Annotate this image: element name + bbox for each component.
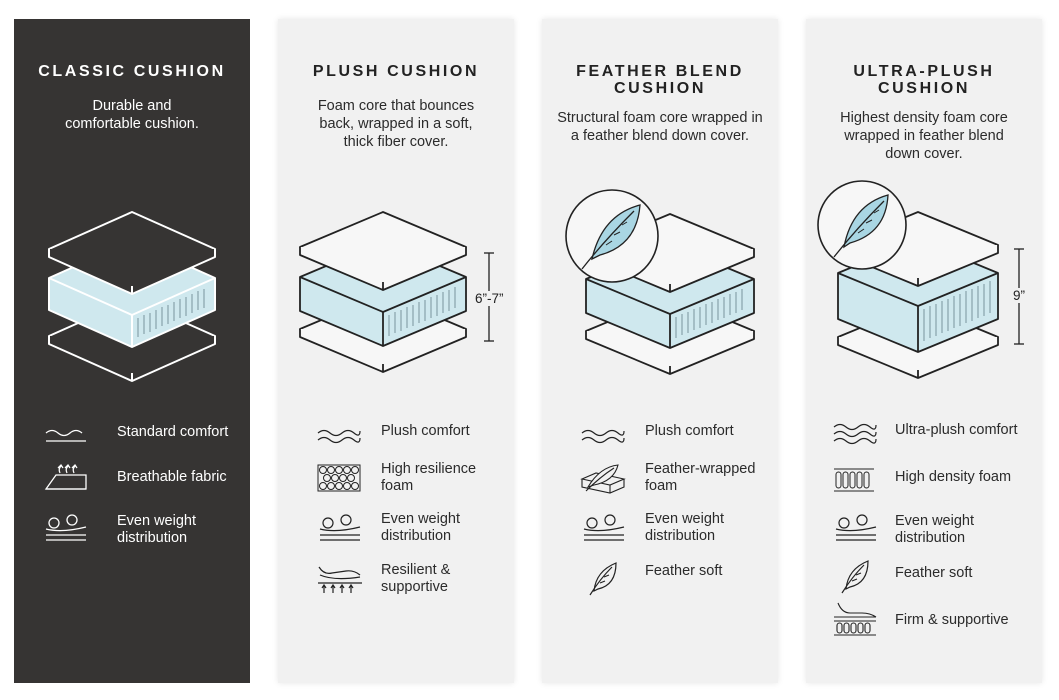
- cushion-card-ultra-plush: ULTRA-PLUSH CUSHION Highest density foam…: [806, 19, 1042, 683]
- double-wave-icon: [581, 429, 625, 444]
- weight-distribution-icon: [319, 514, 361, 541]
- feather-icon: [841, 560, 869, 594]
- card-description: Foam core that bounces back, wrapped in …: [317, 98, 475, 150]
- card-description: Structural foam core wrapped in a feathe…: [557, 110, 763, 144]
- feature-label: Breathable fabric: [117, 469, 227, 485]
- feature-label: Resilient & supportive: [381, 562, 451, 595]
- card-title: CLASSIC CUSHION: [38, 63, 226, 80]
- feature-label: Plush comfort: [381, 423, 470, 439]
- feather-badge-icon: [565, 189, 659, 283]
- cushion-layers-illustration: [565, 189, 755, 375]
- foam-cells-icon: [317, 464, 361, 492]
- feature-label: Ultra-plush comfort: [895, 422, 1018, 438]
- feature-label: Plush comfort: [645, 423, 734, 439]
- feature-label: Even weight distribution: [895, 513, 974, 546]
- feature-label: High density foam: [895, 469, 1012, 485]
- double-wave-icon: [317, 429, 361, 444]
- weight-distribution-icon: [583, 514, 625, 541]
- card-title: PLUSH CUSHION: [312, 63, 480, 80]
- feature-label: Feather-wrapped foam: [645, 461, 756, 494]
- feature-label: Feather soft: [645, 563, 723, 579]
- height-dimension-label: 6”-7”: [474, 291, 505, 306]
- weight-distribution-icon: [835, 514, 877, 541]
- feature-label: Even weight distribution: [117, 513, 196, 546]
- feature-label: Standard comfort: [117, 424, 229, 440]
- feature-label: Even weight distribution: [645, 511, 724, 544]
- feature-label: High resilience foam: [381, 461, 477, 494]
- card-description: Highest density foam core wrapped in fea…: [840, 110, 1008, 162]
- card-title: FEATHER BLEND CUSHION: [576, 63, 744, 97]
- height-dimension-label: 9”: [1012, 288, 1027, 303]
- card-description: Durable and comfortable cushion.: [65, 98, 199, 132]
- firm-support-icon: [834, 602, 877, 636]
- triple-wave-icon: [833, 423, 877, 445]
- cushion-card-classic: CLASSIC CUSHION Durable and comfortable …: [14, 19, 250, 683]
- feature-label: Feather soft: [895, 565, 973, 581]
- weight-distribution-icon: [45, 514, 87, 541]
- feather-wrapped-foam-icon: [580, 464, 626, 494]
- cushion-layers-illustration: [817, 180, 1024, 379]
- resilient-support-icon: [318, 566, 362, 593]
- card-title: ULTRA-PLUSH CUSHION: [853, 63, 995, 97]
- feather-badge-icon: [817, 180, 907, 270]
- cushion-card-plush: PLUSH CUSHION Foam core that bounces bac…: [278, 19, 514, 683]
- cushion-layers-illustration: [48, 211, 216, 382]
- feather-icon: [589, 562, 617, 596]
- feature-label: Firm & supportive: [895, 612, 1009, 628]
- dense-foam-icon: [834, 468, 874, 492]
- wave-icon: [45, 429, 86, 442]
- feature-label: Even weight distribution: [381, 511, 460, 544]
- cushion-layers-illustration: [299, 211, 494, 373]
- breathable-fabric-icon: [44, 463, 87, 490]
- cushion-card-feather-blend: FEATHER BLEND CUSHION Structural foam co…: [542, 19, 778, 683]
